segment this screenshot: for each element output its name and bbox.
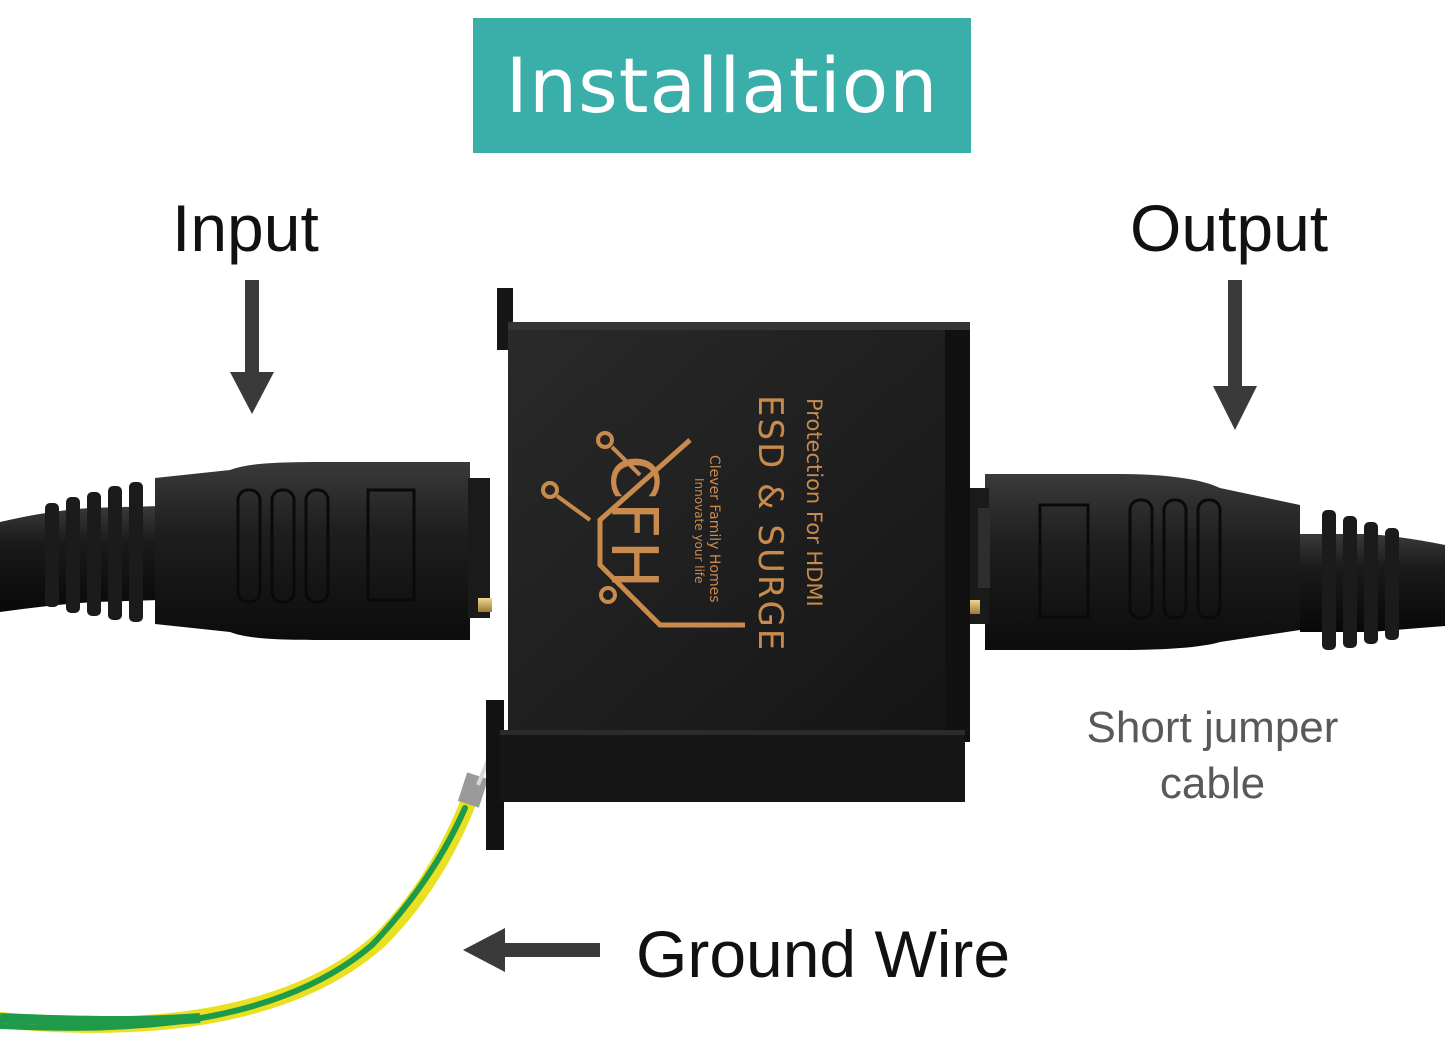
page-title: Installation	[505, 41, 939, 130]
output-hdmi-cable	[965, 474, 1445, 650]
arrow-down-icon	[230, 280, 274, 414]
input-label: Input	[172, 191, 319, 265]
arrow-left-icon	[463, 928, 600, 972]
output-label: Output	[1130, 191, 1329, 265]
esd-surge-protector	[486, 288, 970, 850]
title-banner: Installation	[473, 18, 971, 153]
ground-wire	[0, 739, 496, 1033]
arrow-down-icon	[1213, 280, 1257, 430]
title-banner-bg	[473, 18, 971, 153]
device-logo-letters: CFH	[596, 455, 670, 591]
device-product-title: ESD & SURGE	[750, 395, 790, 653]
device-brand-tagline: Innovate your life	[692, 478, 706, 584]
jumper-cable-label: Short jumper cable	[1086, 703, 1339, 808]
ground-wire-label: Ground Wire	[636, 917, 1011, 991]
device-product-subtitle: Protection For HDMI	[802, 398, 826, 607]
input-hdmi-cable	[0, 462, 492, 640]
device-brand-name: Clever Family Homes	[706, 455, 722, 603]
